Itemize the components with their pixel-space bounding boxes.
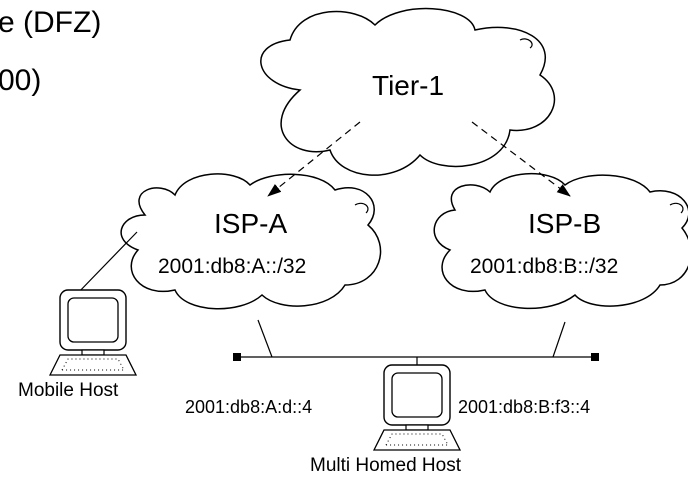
tier1-cloud-icon <box>260 7 556 176</box>
multihomed-host-label: Multi Homed Host <box>310 455 461 476</box>
header-line-1: e (DFZ) <box>0 6 102 39</box>
mobile-link <box>74 231 138 297</box>
tier1-label: Tier-1 <box>372 70 445 101</box>
multihomed-addr-a: 2001:db8:A:d::4 <box>185 397 313 417</box>
isp-b-cloud-curl <box>669 202 684 214</box>
isp-b-label: ISP-B <box>528 208 602 239</box>
multihomed-host-computer-icon <box>372 357 462 451</box>
isp-b-uplink <box>552 321 566 358</box>
isp-a-cloud-icon <box>120 173 382 310</box>
isp-a-prefix: 2001:db8:A::/32 <box>158 255 307 278</box>
lan-endpoint-left <box>233 353 241 361</box>
multihomed-addr-b: 2001:db8:B:f3::4 <box>458 397 591 417</box>
isp-b-cloud-icon <box>433 173 688 310</box>
tier1-cloud-curl <box>519 38 533 49</box>
lan-endpoint-right <box>591 353 599 361</box>
isp-a-uplink <box>257 319 273 358</box>
isp-b-prefix: 2001:db8:B::/32 <box>470 255 619 278</box>
mobile-host-label: Mobile Host <box>18 380 119 401</box>
arrow-to-isp-b <box>471 121 571 197</box>
isp-a-cloud-curl <box>354 202 369 214</box>
header-line-2: 00) <box>0 64 42 97</box>
isp-a-label: ISP-A <box>214 208 288 239</box>
arrow-to-isp-a <box>267 121 361 197</box>
mobile-host-computer-icon <box>48 289 138 376</box>
